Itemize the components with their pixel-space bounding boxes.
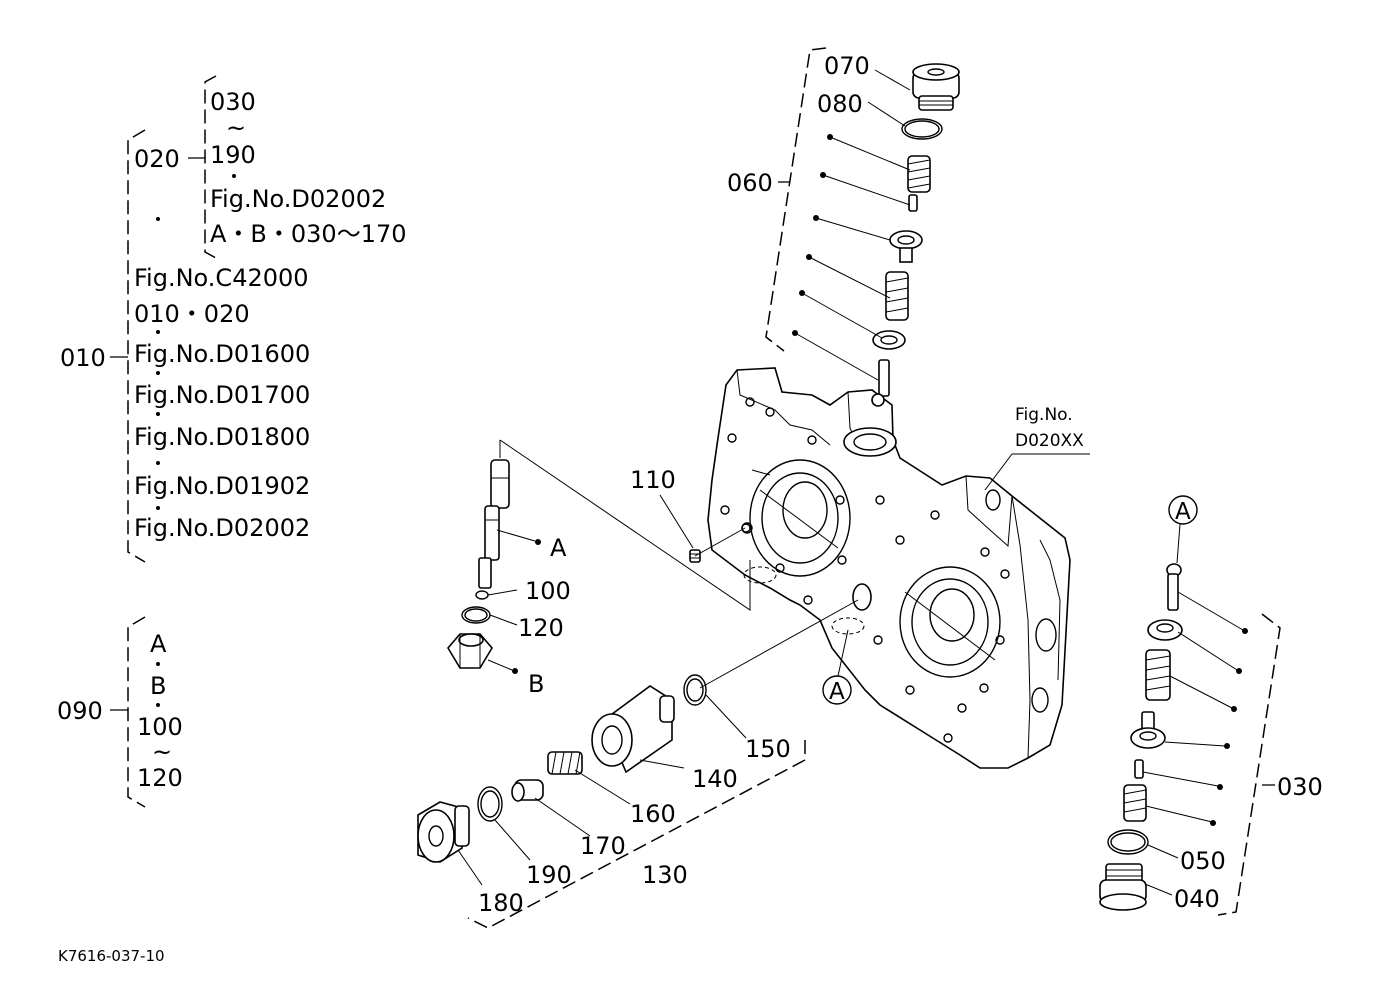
part-label-060: 060 [727,169,773,197]
legend-item-120: 120 [137,764,183,792]
pump-housing [707,367,1071,769]
part-label-040: 040 [1174,885,1220,913]
fig-ref-d01800: Fig.No.D01800 [134,423,310,451]
tilde-mark: ~ [226,114,246,142]
part-label-110: 110 [630,466,676,494]
ab-range-label: A・B・030～170 [210,220,407,248]
fig-ref-d01700: Fig.No.D01700 [134,381,310,409]
ref-label-a-left: A [550,534,567,562]
part-label-120: 120 [518,614,564,642]
part-label-180: 180 [478,889,524,917]
part-label-030: 030 [1277,773,1323,801]
circle-a-center-label: A [829,679,845,705]
fig-reference: Fig.No. D020XX [984,405,1090,491]
shaft-assembly: 110 A 100 120 B [447,439,753,698]
fig-ref-d01902: Fig.No.D01902 [134,472,310,500]
group-090-label: 090 [57,697,103,725]
legend-item-a: A [150,630,167,658]
ref-label-b: B [528,670,544,698]
part-label-080: 080 [817,90,863,118]
legend-item-100: 100 [137,713,183,741]
legend-bottom: A B 100 ~ 120 090 [57,616,183,808]
part-label-160: 160 [630,800,676,828]
part-label-140: 140 [692,765,738,793]
part-label-190: 190 [526,861,572,889]
group-010-label: 010 [60,344,106,372]
fig-ref-line2: D020XX [1015,431,1084,451]
fig-ref-d01600: Fig.No.D01600 [134,340,310,368]
fig-ref-d02002-b: Fig.No.D02002 [134,514,310,542]
range-end-label: 190 [210,141,256,169]
valve-stack-060: 070 080 060 [727,47,960,407]
part-label-100: 100 [525,577,571,605]
part-label-050: 050 [1180,847,1226,875]
valve-stack-030: A [1099,495,1323,916]
fig-ref-c42000: Fig.No.C42000 [134,264,309,292]
range-start-label: 030 [210,88,256,116]
circle-a-right-label: A [1175,499,1191,525]
drawing-code: K7616-037-10 [58,947,165,965]
items-010-020-label: 010・020 [134,300,250,328]
legend-tilde: ~ [152,738,172,766]
part-label-150: 150 [745,735,791,763]
part-label-170: 170 [580,832,626,860]
legend-item-b: B [150,672,166,700]
circle-ref-a-center: A [822,629,852,705]
legend-top: 020 030 ~ 190 Fig.No.D02002 A・B・030～170 … [60,75,407,563]
group-020-label: 020 [134,145,180,173]
relief-assembly-130: 150 140 160 170 190 130 180 [417,599,859,929]
fig-ref-line1: Fig.No. [1015,405,1073,425]
part-label-130: 130 [642,861,688,889]
part-label-070: 070 [824,52,870,80]
fig-ref-d02002: Fig.No.D02002 [210,185,386,213]
